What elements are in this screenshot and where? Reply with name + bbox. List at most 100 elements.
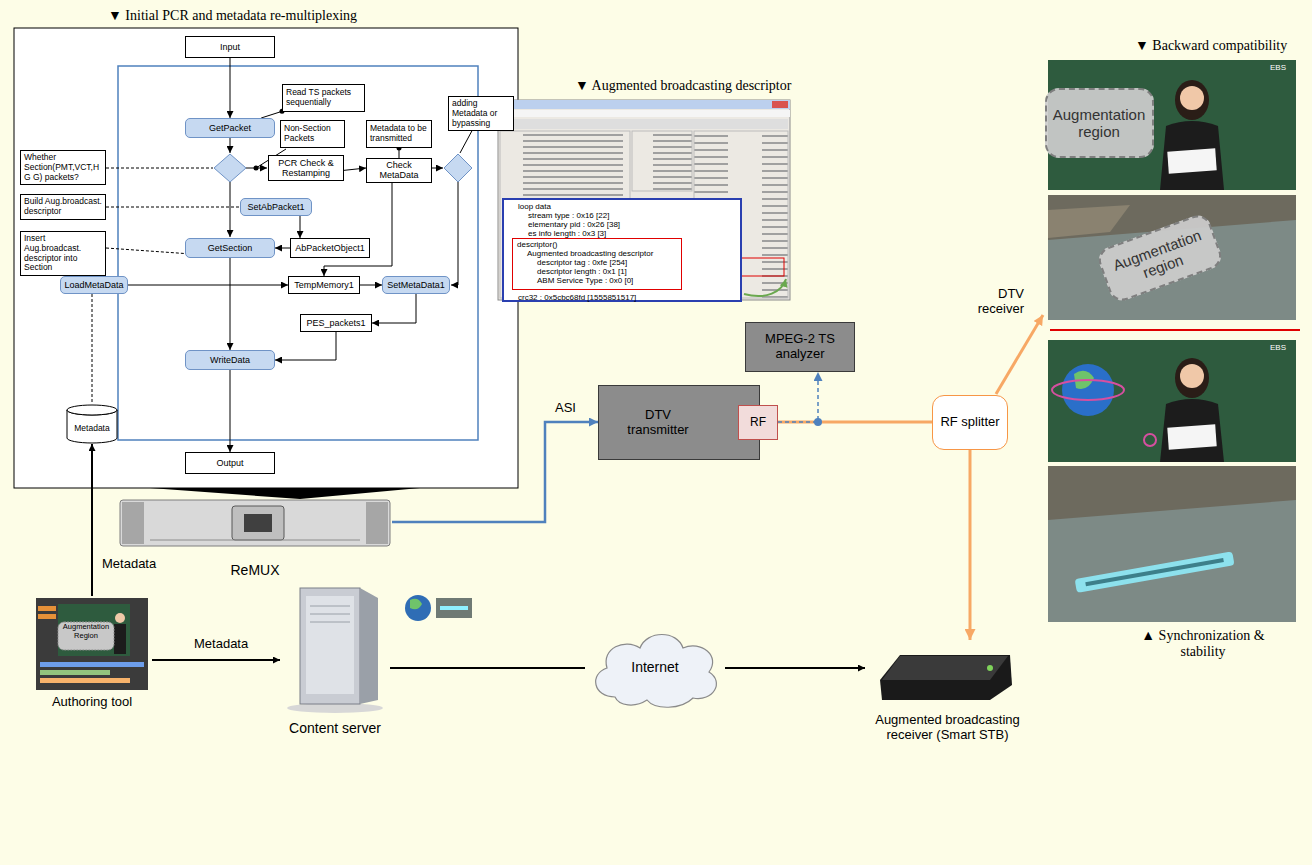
node-label: Input [220, 42, 240, 52]
connector [969, 450, 972, 640]
descriptor-field: Augmented broadcasting descriptor [527, 249, 653, 258]
note-box: Insert Aug.broadcast. descriptor into Se… [20, 231, 106, 276]
device-node: ReMUX [118, 495, 392, 580]
object-box: TempMemory1 [288, 276, 360, 294]
node-label: RF [750, 416, 766, 430]
connector [91, 444, 93, 596]
connector [390, 667, 585, 669]
tv-screen [1048, 60, 1296, 190]
flow-line [432, 168, 443, 169]
node-label: SetAbPacket1 [247, 202, 304, 212]
augmentation-region: Augmentation region [1095, 212, 1225, 305]
descriptor-field: loop data [518, 202, 551, 211]
rack-ear [366, 502, 388, 544]
globe-object [1062, 364, 1114, 416]
presenter-hair [1175, 80, 1209, 120]
edge-label: Metadata [100, 556, 158, 571]
sea-area [1048, 220, 1296, 320]
connector [230, 58, 231, 118]
rack-edge [150, 540, 360, 541]
channel-logo: EBS [1270, 343, 1286, 352]
node-label: GetPacket [209, 123, 251, 133]
window-button [772, 101, 788, 108]
node-label: PES_packets1 [306, 318, 365, 328]
node-label: MPEG-2 TS analyzer [749, 332, 851, 362]
decision-diamond [444, 154, 472, 182]
node-label: TempMemory1 [294, 280, 354, 290]
edge-label: ASI [553, 400, 578, 415]
divider-line [1050, 329, 1300, 331]
connector [106, 207, 240, 208]
process-box: WriteData [185, 350, 275, 370]
node-label: RF splitter [940, 415, 999, 430]
receiver-node: Augmented broadcasting receiver (Smart S… [865, 640, 1030, 745]
descriptor-field: stream type : 0x16 [22] [528, 211, 609, 220]
node-label: Authoring tool [52, 695, 132, 710]
object-box: AbPacketObject1 [290, 238, 370, 258]
rack-ear [122, 502, 144, 544]
paper [1167, 424, 1216, 449]
augmented-text-glyphs [1085, 558, 1224, 586]
node-label: Internet [631, 659, 678, 675]
process-box: Check MetaData [366, 158, 432, 183]
timeline-track [40, 662, 144, 667]
descriptor-field: descriptor tag : 0xfe [254] [537, 258, 627, 267]
note-leader [106, 168, 213, 169]
connector [261, 111, 282, 118]
connector [778, 372, 818, 422]
front-slot [244, 514, 272, 532]
drive-slot [310, 606, 350, 607]
section-heading: ▼ Augmented broadcasting descriptor [575, 78, 791, 94]
node-label: Build Aug.broadcast. descriptor [24, 197, 102, 217]
tv-screen [1048, 466, 1296, 622]
set-top-box-top [882, 656, 1008, 680]
note-box: adding Metadata or bypassing [448, 96, 514, 131]
drive-slot [310, 622, 350, 623]
presenter-body [1160, 399, 1224, 462]
node-label: Metadata to be transmitted [370, 124, 428, 144]
section-heading: ▼ Initial PCR and metadata re-multiplexi… [108, 8, 357, 24]
connector [725, 667, 865, 669]
node-label: Insert Aug.broadcast. descriptor into Se… [24, 234, 102, 273]
drive-slot [310, 614, 350, 615]
node-label: Read TS packets sequentially [286, 88, 361, 108]
process-box: GetSection [185, 238, 275, 258]
remux-device [120, 500, 390, 546]
tool-bar [500, 119, 788, 129]
zoom-arrow [744, 279, 786, 296]
region-box [58, 622, 114, 650]
connector [128, 285, 288, 286]
node-label: AbPacketObject1 [295, 243, 365, 253]
node-label: Check MetaData [370, 160, 428, 181]
process-box: SetAbPacket1 [240, 198, 312, 216]
connector [324, 183, 392, 276]
connector [230, 370, 231, 452]
pointer-ring [1144, 434, 1156, 446]
region-label: Augmentation Region [58, 623, 114, 640]
tool-node: Authoring tool [32, 596, 152, 712]
node-label: GetSection [208, 243, 253, 253]
process-box: SetMetaData1 [382, 276, 450, 294]
timeline-track [40, 670, 110, 675]
descriptor-field: descriptor length : 0x1 [1] [537, 267, 627, 276]
descriptor-field: descriptor() [517, 240, 557, 249]
leader-dot [254, 166, 259, 171]
node-label: ReMUX [230, 562, 279, 578]
globe-ring [1052, 380, 1124, 400]
node-label: Content server [289, 720, 381, 736]
node-label: PCR Check & Restamping [272, 158, 340, 179]
descriptor-highlight: descriptor()Augmented broadcasting descr… [512, 238, 682, 290]
server-side [360, 588, 378, 704]
rf-port: RF [738, 405, 778, 440]
timeline-track [40, 678, 130, 683]
zoom-wedge [150, 488, 420, 499]
paper [1167, 148, 1216, 173]
transmitter-box: DTV transmitterRF [598, 385, 760, 460]
connector [275, 332, 336, 360]
note-box: Non-Section Packets [280, 120, 345, 148]
presenter-body [1160, 121, 1224, 190]
land-area [1048, 205, 1130, 238]
presenter-face [1180, 86, 1204, 110]
splitter-box: RF splitter [932, 395, 1008, 450]
descriptor-field: elementary pid : 0x26 [38] [528, 220, 620, 229]
